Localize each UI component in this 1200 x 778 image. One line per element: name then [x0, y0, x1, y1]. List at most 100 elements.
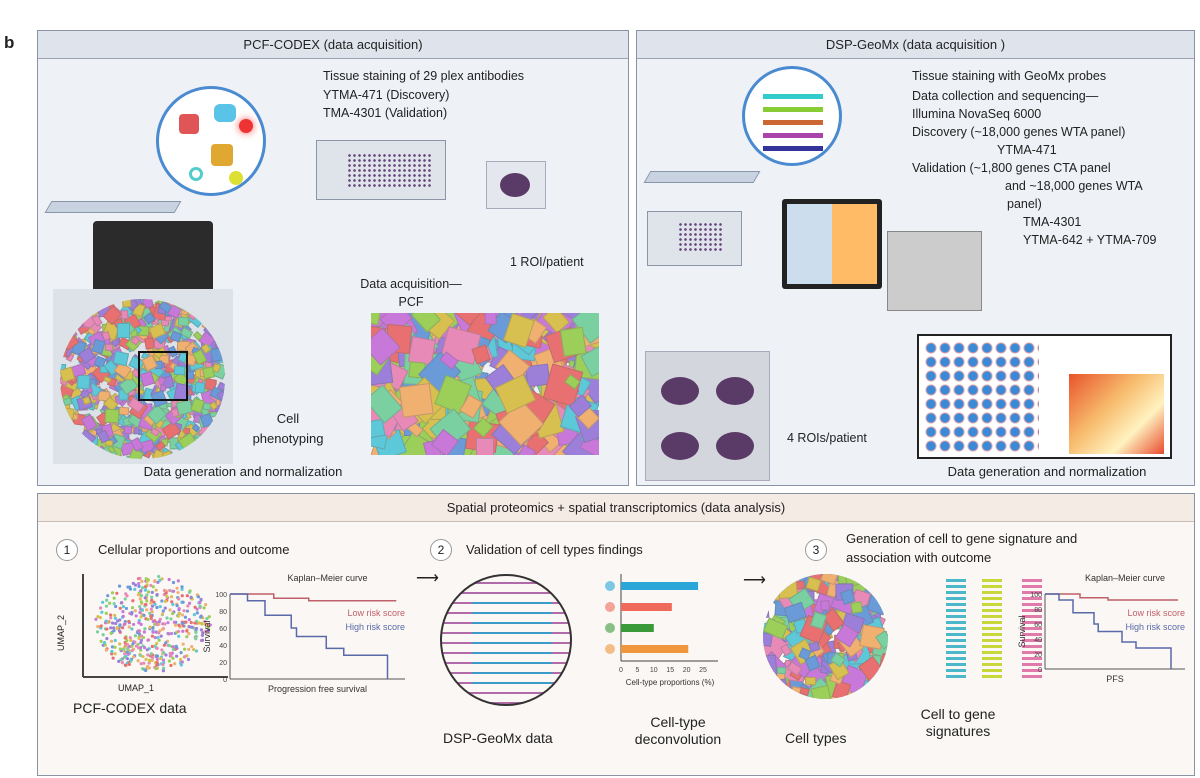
umap-point — [110, 652, 114, 656]
umap-point — [194, 626, 199, 631]
umap-point — [141, 654, 145, 659]
y-axis-label: Survival — [1017, 615, 1027, 647]
umap-point — [196, 595, 201, 599]
umap-point — [150, 644, 154, 649]
panel-label: b — [4, 33, 15, 52]
umap-point — [139, 634, 144, 638]
y-tick-label: 20 — [1034, 652, 1042, 659]
umap-point — [136, 659, 140, 663]
cell-type-marker — [605, 644, 615, 654]
umap-point — [171, 647, 176, 652]
slide-icon — [44, 201, 182, 213]
umap-point — [119, 658, 123, 662]
umap-point — [173, 623, 178, 627]
umap-point — [185, 635, 189, 639]
codex-line: Tissue staining of 29 plex antibodies — [323, 69, 525, 83]
umap-point — [139, 622, 143, 626]
umap-point — [113, 616, 118, 620]
umap-point — [125, 639, 129, 643]
umap-point — [185, 629, 189, 633]
x-axis-label: PFS — [1106, 674, 1124, 684]
umap-point — [174, 644, 178, 648]
umap-point — [112, 626, 116, 630]
umap-point — [169, 654, 173, 658]
umap-point — [95, 630, 100, 634]
umap-point — [161, 658, 166, 662]
umap-point — [146, 638, 150, 642]
umap-point — [142, 661, 146, 665]
umap-point — [204, 602, 208, 607]
umap-point — [171, 580, 176, 585]
x-tick-label: 5 — [635, 667, 639, 674]
umap-point — [205, 623, 210, 627]
geomx-line: TMA-4301 — [1023, 215, 1082, 229]
umap-point — [194, 637, 198, 641]
signatures-line: signatures — [925, 723, 991, 739]
geomx-line: Data collection and sequencing— — [912, 89, 1099, 103]
y-tick-label: 0 — [1038, 667, 1042, 674]
umap-point — [150, 604, 155, 608]
x-tick-label: 25 — [699, 667, 707, 674]
umap-point — [180, 587, 184, 592]
umap-point — [143, 627, 147, 631]
umap-point — [113, 638, 117, 643]
umap-point — [150, 590, 154, 594]
umap-point — [185, 594, 189, 598]
umap-point — [181, 642, 185, 646]
umap-point — [161, 669, 165, 673]
umap-point — [161, 627, 165, 631]
umap-point — [194, 634, 198, 638]
umap-point — [183, 647, 187, 651]
step-number: 3 — [805, 539, 827, 561]
geomx-line: Discovery (~18,000 genes WTA panel) — [912, 125, 1126, 139]
umap-point — [133, 583, 138, 587]
umap-point — [164, 653, 168, 657]
umap-point — [176, 579, 180, 583]
umap-point — [145, 593, 149, 597]
umap-point — [187, 625, 191, 629]
umap-point — [155, 605, 159, 610]
umap-point — [133, 634, 137, 638]
umap-point — [203, 620, 207, 624]
umap-point — [155, 623, 159, 627]
umap-point — [106, 594, 110, 598]
umap-point — [160, 612, 165, 616]
four-roi-image — [645, 351, 770, 481]
umap-point — [166, 621, 170, 625]
umap-point — [194, 630, 198, 634]
km-chart-1: Kaplan–Meier curve020406080100Progressio… — [202, 573, 405, 694]
umap-point — [113, 645, 117, 649]
umap-point — [175, 586, 179, 590]
umap-point — [149, 616, 153, 621]
umap-point — [193, 605, 197, 609]
umap-point — [130, 606, 135, 610]
umap-point — [99, 639, 103, 643]
umap-point — [195, 611, 199, 615]
umap-point — [187, 618, 191, 622]
umap-point — [127, 625, 131, 629]
codex-roi: 1 ROI/patient — [510, 255, 584, 269]
umap-point — [154, 666, 158, 671]
umap-point — [103, 643, 107, 647]
umap-point — [121, 626, 125, 630]
umap-point — [164, 641, 168, 645]
cell-type-marker — [605, 581, 615, 591]
umap-point — [123, 597, 127, 601]
signatures-line: Cell to gene — [920, 706, 996, 722]
y-tick-label: 80 — [1034, 607, 1042, 614]
umap-point — [163, 622, 167, 626]
umap-point — [144, 602, 148, 607]
legend-entry: Low risk score — [1127, 608, 1185, 618]
umap-point — [168, 588, 172, 593]
umap-point — [150, 658, 154, 662]
umap-point — [102, 641, 107, 645]
codex-title: PCF-CODEX (data acquisition) — [38, 31, 628, 59]
cell-type-marker — [605, 602, 615, 612]
umap-point — [112, 596, 116, 600]
umap-point — [104, 611, 108, 616]
umap-point — [208, 623, 212, 627]
umap-point — [186, 657, 191, 662]
umap-point — [206, 628, 211, 633]
bar — [621, 645, 689, 653]
